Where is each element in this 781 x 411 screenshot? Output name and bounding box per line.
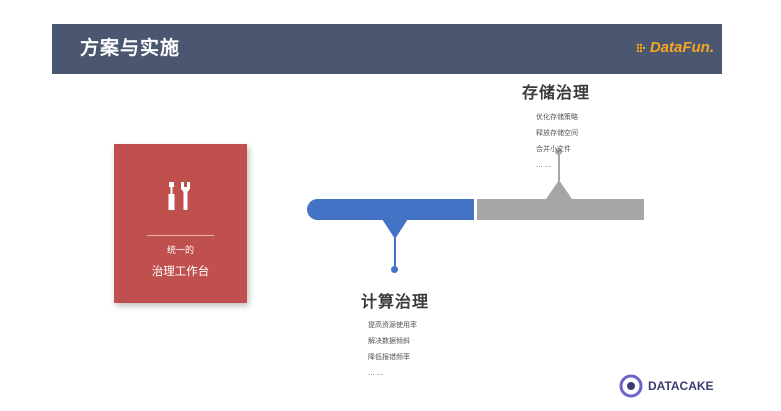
governance-workbench-card: 统一的 治理工作台 [114, 144, 247, 303]
storage-items: 优化存储策略 释放存储空间 合并小文件 ... ... [536, 109, 578, 173]
tools-icon [168, 182, 190, 210]
list-item: ... ... [536, 161, 552, 169]
storage-stem [558, 152, 560, 181]
card-title: 治理工作台 [151, 264, 210, 278]
compute-dot [391, 266, 398, 273]
datafun-logo: DataFun. [636, 39, 714, 56]
compute-title: 计算治理 [361, 292, 430, 311]
datacake-logo-text: DATACAKE [648, 379, 714, 393]
datafun-dots-icon [636, 43, 646, 52]
timeline-compute-segment [307, 199, 474, 220]
timeline-storage-segment [477, 199, 644, 220]
list-item: 解决数据倾斜 [368, 337, 410, 345]
datacake-logo-icon [619, 374, 643, 398]
header-bar: 方案与实施 DataFun. [52, 24, 722, 74]
list-item: 合并小文件 [536, 145, 571, 153]
datacake-logo: DATACAKE [619, 374, 714, 398]
card-divider [147, 235, 214, 236]
compute-stem [394, 238, 396, 268]
storage-pointer [546, 180, 572, 199]
storage-title: 存储治理 [522, 83, 591, 102]
page-title: 方案与实施 [80, 37, 181, 59]
storage-dot [555, 148, 562, 155]
list-item: ... ... [368, 369, 384, 377]
list-item: 优化存储策略 [536, 113, 578, 121]
datafun-logo-text: DataFun. [649, 39, 714, 56]
list-item: 释放存储空间 [536, 129, 578, 137]
card-subtitle: 统一的 [166, 246, 194, 256]
list-item: 降低报错频率 [368, 353, 410, 361]
compute-pointer [382, 219, 408, 239]
compute-items: 提高资源使用率 解决数据倾斜 降低报错频率 ... ... [368, 317, 417, 381]
list-item: 提高资源使用率 [368, 321, 417, 329]
